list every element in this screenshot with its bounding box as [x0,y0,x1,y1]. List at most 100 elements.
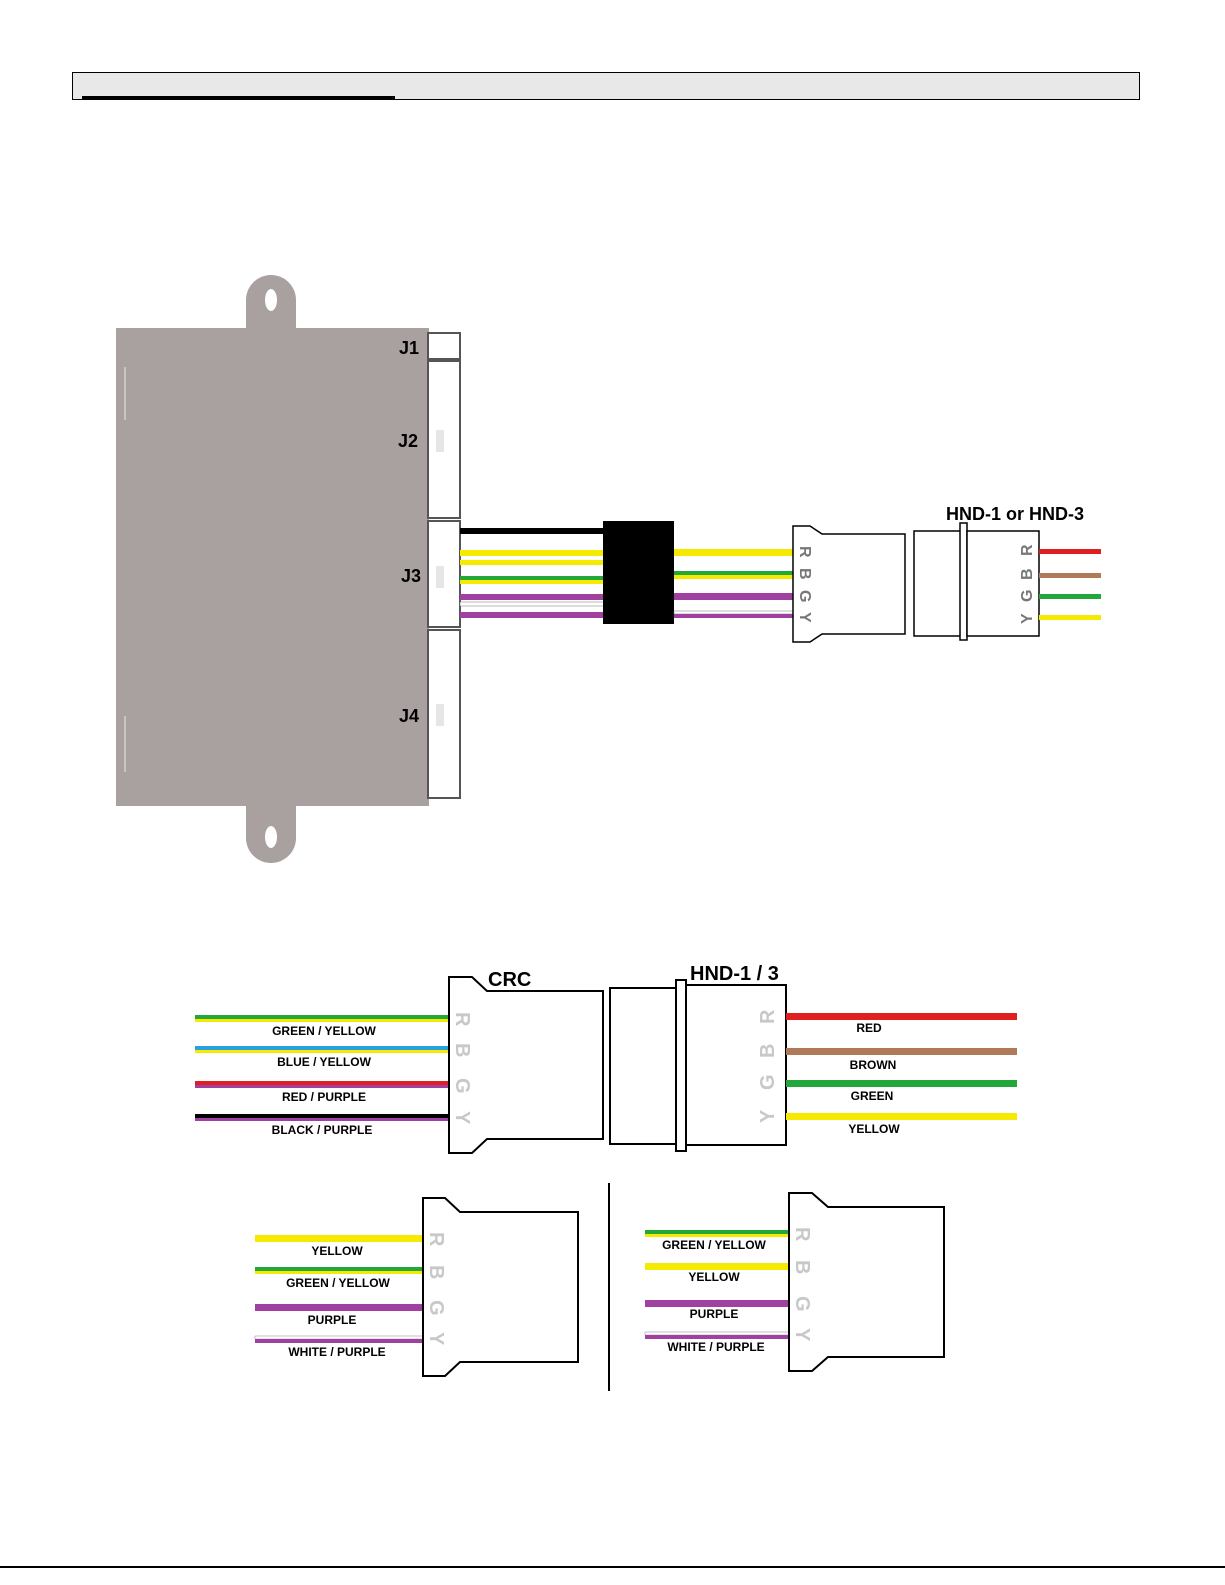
vl-wire-4-main [255,1336,424,1339]
hnd-pin-r: R [757,1009,779,1024]
vl-wire-2-main [255,1267,424,1271]
top-hnd-pin-r: R [1019,544,1036,556]
port-j4-notch [436,704,444,726]
vr-wire-2-label: YELLOW [688,1270,740,1284]
vr-pin-y: Y [791,1328,813,1342]
crc-wire-4-label: BLACK / PURPLE [272,1123,373,1137]
crc-wire-3-label: RED / PURPLE [282,1090,366,1104]
hnd-label: HND-1 / 3 [690,963,779,985]
top-hnd-pin-b: B [1019,568,1036,580]
top-hnd-pin-g: G [1019,590,1036,602]
crc-wire-2-stripe [195,1050,451,1053]
harness-wire-green [460,576,604,580]
vl-wire-2-label: GREEN / YELLOW [286,1276,390,1290]
control-module: J1 J2 J3 J4 [116,275,460,863]
harness-out-purple [674,593,795,600]
vr-wire-3 [645,1300,790,1307]
variant-right-diagram: GREEN / YELLOW YELLOW PURPLE WHITE / PUR… [645,1193,944,1371]
harness-wire-purple-1 [460,594,604,600]
harness-wire-white [460,602,604,606]
hnd-pin-y: Y [757,1109,779,1123]
vl-wire-1 [255,1235,424,1242]
hnd-wire-green [786,1080,1017,1087]
vr-pin-g: G [791,1296,813,1312]
module-body [116,328,429,806]
crc-wire-3-stripe [195,1085,451,1088]
top-hnd-connector-left [914,531,961,636]
crc-pin-g: G [451,1078,473,1094]
crc-wire-3-main [195,1081,451,1085]
hnd-wire-brown-label: BROWN [850,1058,897,1072]
crc-connector [449,977,603,1153]
vl-wire-4-label: WHITE / PURPLE [288,1345,385,1359]
port-label-j1: J1 [399,338,419,358]
module-mount-hole-bottom [265,826,277,848]
vl-pin-y: Y [425,1332,447,1346]
crc-wire-1-label: GREEN / YELLOW [272,1024,376,1038]
hnd-connector-flange [676,980,686,1151]
top-hnd-wire-brown [1039,573,1101,578]
port-label-j3: J3 [401,566,421,586]
vr-connector [789,1193,944,1371]
port-j3-notch [436,566,444,588]
crc-wire-2-main [195,1046,451,1050]
top-crc-pin-y: Y [796,612,813,623]
top-crc-pin-r: R [796,546,813,558]
top-hnd-wire-red [1039,549,1101,554]
hnd-wire-red-label: RED [856,1021,882,1035]
top-crc-pin-g: G [796,590,813,602]
crc-wire-4-main [195,1114,451,1118]
vl-pin-b: B [425,1265,447,1279]
harness-out-yellow-stripe [674,575,795,579]
variant-divider [608,1183,610,1391]
vr-pin-b: B [791,1260,813,1274]
harness-out-white [674,611,795,614]
port-label-j4: J4 [399,706,419,726]
vl-wire-1-label: YELLOW [311,1244,363,1258]
module-highlight-2 [124,716,126,772]
crc-wire-1-stripe [195,1019,451,1022]
vr-wire-4-stripe [645,1335,790,1339]
hnd-wire-brown [786,1048,1017,1055]
harness-wire-yellow-2 [460,560,604,565]
vl-connector [423,1198,578,1376]
module-mount-hole-top [265,289,277,311]
module-highlight-1 [124,367,126,420]
port-j2-notch [436,430,444,452]
vr-wire-2 [645,1263,790,1270]
top-hnd-pin-y: Y [1019,613,1036,624]
crc-wire-1-main [195,1015,451,1019]
vr-wire-1-label: GREEN / YELLOW [662,1238,766,1252]
top-crc-pin-b: B [796,568,813,580]
top-hnd-wire-yellow [1039,615,1101,620]
page-bottom-rule [0,1566,1225,1568]
crc-label: CRC [488,969,531,991]
hnd-pin-b: B [757,1044,779,1058]
crc-wire-4-stripe [195,1118,451,1121]
top-harness: R B G Y HND-1 or HND-3 R B G Y [460,504,1101,642]
vl-pin-g: G [425,1300,447,1316]
harness-wire-black [460,528,604,534]
vr-wire-4-main [645,1332,790,1335]
harness-splice-block [603,521,674,624]
top-hnd-wire-green [1039,594,1101,599]
crc-wire-2-label: BLUE / YELLOW [277,1055,371,1069]
vl-wire-3 [255,1304,424,1311]
variant-left-diagram: YELLOW GREEN / YELLOW PURPLE WHITE / PUR… [255,1198,578,1376]
crc-pin-r: R [451,1012,473,1027]
vl-wire-2-stripe [255,1271,424,1274]
top-hnd-label: HND-1 or HND-3 [946,504,1084,524]
harness-out-green [674,571,795,575]
vr-wire-1-main [645,1230,790,1234]
vr-wire-3-label: PURPLE [690,1307,739,1321]
vl-pin-r: R [425,1232,447,1247]
vr-wire-4-label: WHITE / PURPLE [667,1340,764,1354]
harness-out-yellow [674,549,795,556]
top-hnd-connector-flange [960,523,967,640]
vr-pin-r: R [791,1227,813,1242]
top-crc-connector [793,526,905,642]
vl-wire-4-stripe [255,1339,424,1343]
hnd-connector-left [610,988,677,1144]
port-label-j2: J2 [398,431,418,451]
